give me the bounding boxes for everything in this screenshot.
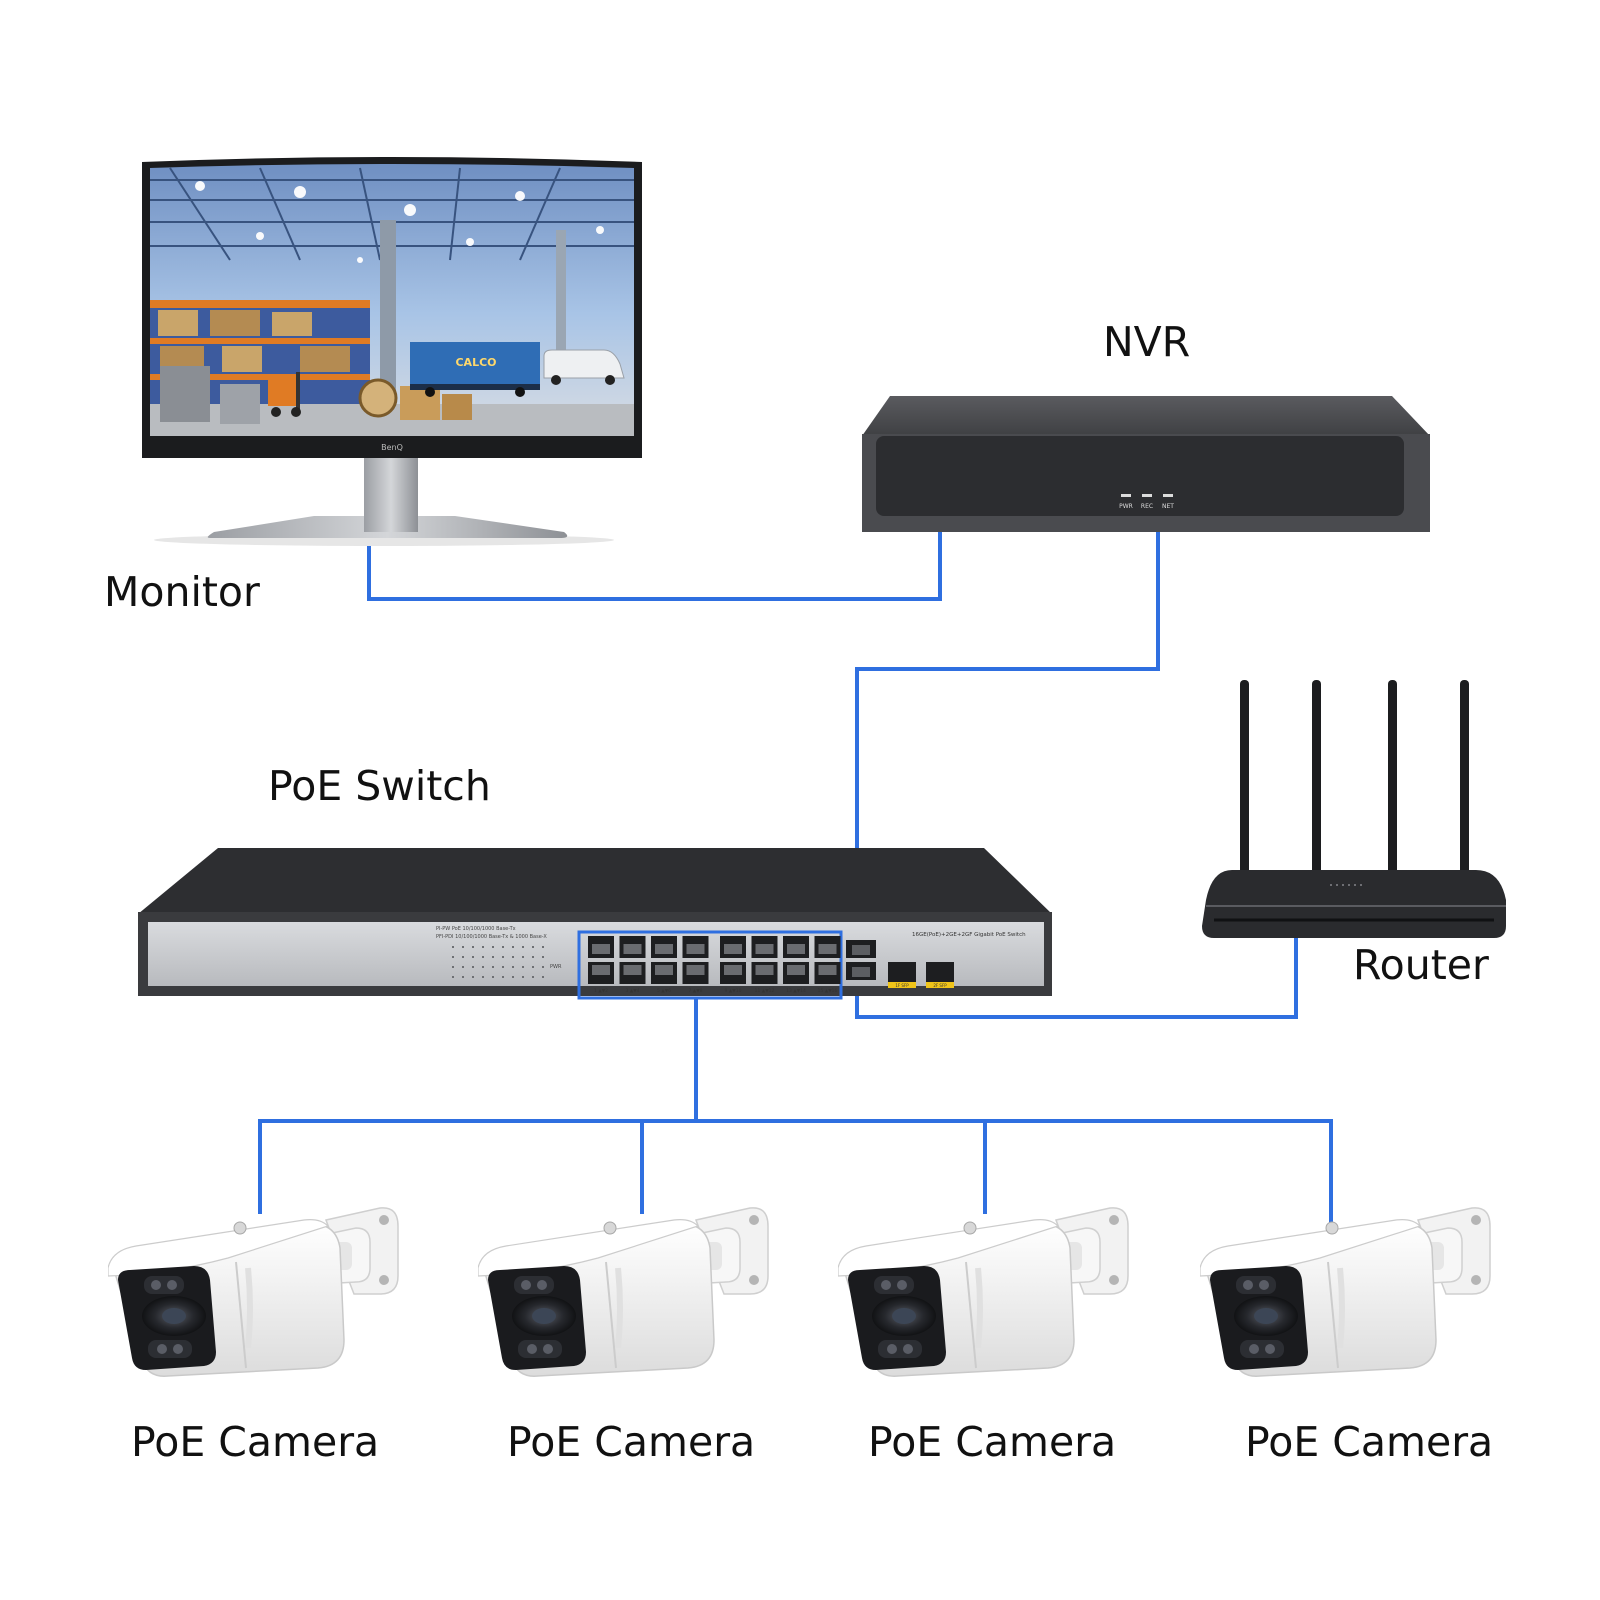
label-poe-switch: PoE Switch — [268, 762, 491, 810]
label-router: Router — [1353, 941, 1489, 989]
camera-3 — [838, 1208, 1128, 1376]
cables — [258, 532, 1333, 1230]
router-device — [1202, 680, 1506, 938]
sfp-label-2: 2F SFP — [933, 983, 947, 988]
switch-spec-line-2: PFI-PDI 10/100/1000 Base-Tx & 1000 Base-… — [436, 934, 547, 940]
truck-text: CALCO — [455, 356, 496, 369]
cable-monitor-nvr — [367, 532, 942, 601]
rj45-port-contacts — [655, 944, 673, 954]
port-label: 15 ▲▼16 — [818, 988, 838, 994]
rj45-port-contacts — [724, 944, 742, 954]
rj45-port-contacts — [724, 965, 742, 975]
rj45-port-contacts — [755, 965, 774, 975]
switch-uplink-ports — [846, 940, 876, 980]
monitor: CALCO BenQ — [142, 157, 642, 546]
port-label: 3 ▲▼4 — [625, 988, 639, 994]
nvr-leds: PWR REC NET — [1119, 494, 1174, 510]
rj45-port-contacts — [755, 944, 774, 954]
label-monitor: Monitor — [104, 568, 260, 616]
monitor-stand-neck — [364, 458, 418, 532]
rj45-port-contacts — [787, 965, 805, 975]
port-label: 5 ▲▼6 — [657, 988, 671, 994]
sfp-label-1: 1F SFP — [895, 983, 909, 988]
nvr-led-rec: REC — [1141, 503, 1153, 510]
port-label: 11 ▲▼12 — [755, 988, 775, 994]
switch-poe-port-highlight — [577, 930, 843, 1000]
rj45-port-contacts — [818, 965, 837, 975]
camera-4 — [1200, 1208, 1490, 1376]
rj45-port-contacts — [787, 944, 805, 954]
rj45-port-contacts — [623, 944, 642, 954]
rj45-port-contacts — [818, 944, 837, 954]
camera-2 — [478, 1208, 768, 1376]
label-nvr: NVR — [1103, 318, 1191, 366]
switch-port-labels: 1 ▲▼2 3 ▲▼4 5 ▲▼6 7 ▲▼8 9 ▲▼10 11 ▲▼12 13 ▲▼14… — [594, 988, 838, 994]
nvr-led-pwr: PWR — [1119, 503, 1133, 510]
nvr-led-net: NET — [1162, 503, 1174, 510]
camera-1 — [108, 1208, 398, 1376]
switch-pwr-label: PWR — [550, 964, 562, 970]
rj45-port-contacts — [686, 944, 705, 954]
cable-camera-bus — [258, 1119, 1333, 1230]
rj45-port-contacts — [592, 965, 610, 975]
monitor-screen: CALCO — [150, 164, 634, 436]
label-camera-4: PoE Camera — [1245, 1418, 1494, 1466]
port-label: 1 ▲▼2 — [594, 988, 608, 994]
cable-nvr-switch — [855, 532, 1160, 948]
switch-rj45-ports — [588, 936, 841, 984]
router-antennas — [1240, 680, 1469, 876]
poe-switch-device: PI-PW PoE 10/100/1000 Base-Tx PFI-PDI 10… — [138, 848, 1052, 1000]
rj45-port-contacts — [686, 965, 705, 975]
port-label: 13 ▲▼14 — [786, 988, 806, 994]
port-label: 9 ▲▼10 — [725, 988, 742, 994]
port-label: 7 ▲▼8 — [688, 988, 702, 994]
label-camera-1: PoE Camera — [131, 1418, 380, 1466]
label-camera-3: PoE Camera — [868, 1418, 1117, 1466]
monitor-brand: BenQ — [381, 443, 403, 452]
switch-led-grid — [452, 946, 544, 978]
nvr-device: PWR REC NET — [862, 396, 1430, 532]
rj45-port-contacts — [623, 965, 642, 975]
rj45-port-contacts — [592, 944, 610, 954]
switch-sfp-ports: 1F SFP 2F SFP — [888, 962, 954, 988]
switch-model-line: 16GE(PoE)+2GE+2GF Gigabit PoE Switch — [912, 932, 1026, 938]
rj45-port-contacts — [655, 965, 673, 975]
switch-spec-line-1: PI-PW PoE 10/100/1000 Base-Tx — [436, 926, 516, 932]
label-camera-2: PoE Camera — [507, 1418, 756, 1466]
